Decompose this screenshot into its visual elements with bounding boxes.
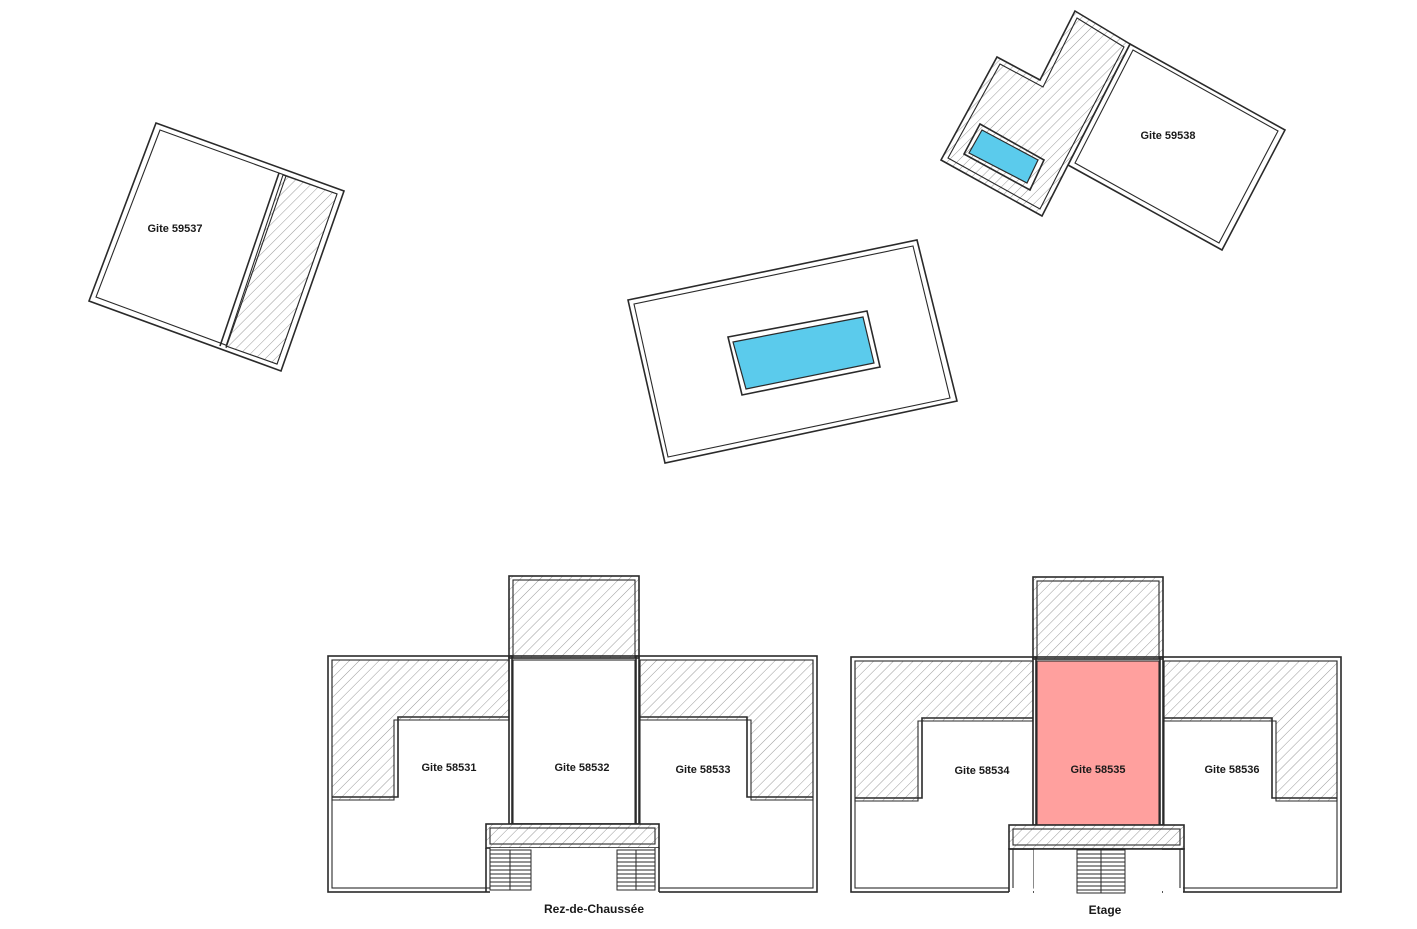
gite-59538-hatched-annex [939,9,1132,218]
gite-58536-label: Gite 58536 [1204,764,1259,776]
upper-floor-title: Etage [1089,903,1122,917]
gite-59537-label: Gite 59537 [147,223,202,235]
gite-58533-label: Gite 58533 [675,764,730,776]
gite-58534-label: Gite 58534 [954,765,1010,777]
gite-58533-unit[interactable]: Gite 58533 [635,655,818,893]
upper-floor-top-annex [1032,576,1164,660]
gite-58535-unit[interactable]: Gite 58535 [1032,656,1164,826]
ground-floor-stair-right[interactable] [616,849,656,891]
gite-58532-label: Gite 58532 [554,762,609,774]
ground-floor-stair-left[interactable] [489,849,532,891]
ground-floor-plan: Gite 58531 Gite 58532 Gite 58533 [327,575,818,916]
gite-58534-unit[interactable]: Gite 58534 [850,656,1037,896]
gite-58532-unit[interactable]: Gite 58532 [508,655,640,825]
gite-58535-highlight [1036,660,1160,826]
gite-58531-label: Gite 58531 [421,762,476,774]
gite-58531-unit[interactable]: Gite 58531 [327,655,513,893]
gite-58535-label: Gite 58535 [1070,764,1125,776]
upper-floor-plan: Gite 58534 Gite 58535 Gite 58536 [850,576,1342,917]
gite-58536-unit[interactable]: Gite 58536 [1159,656,1342,896]
pool-deck[interactable] [627,239,958,464]
upper-floor-stair[interactable] [1076,849,1126,894]
ground-floor-title: Rez-de-Chaussée [544,902,644,916]
gite-59538-pool [968,129,1039,184]
gite-59538-label: Gite 59538 [1140,130,1195,142]
gite-59537-hatched-area [225,174,338,365]
central-pool [732,316,875,390]
ground-floor-top-annex [508,575,640,659]
gite-59537-building[interactable]: Gite 59537 [87,121,346,373]
gite-59538-building[interactable]: Gite 59538 [939,9,1287,252]
